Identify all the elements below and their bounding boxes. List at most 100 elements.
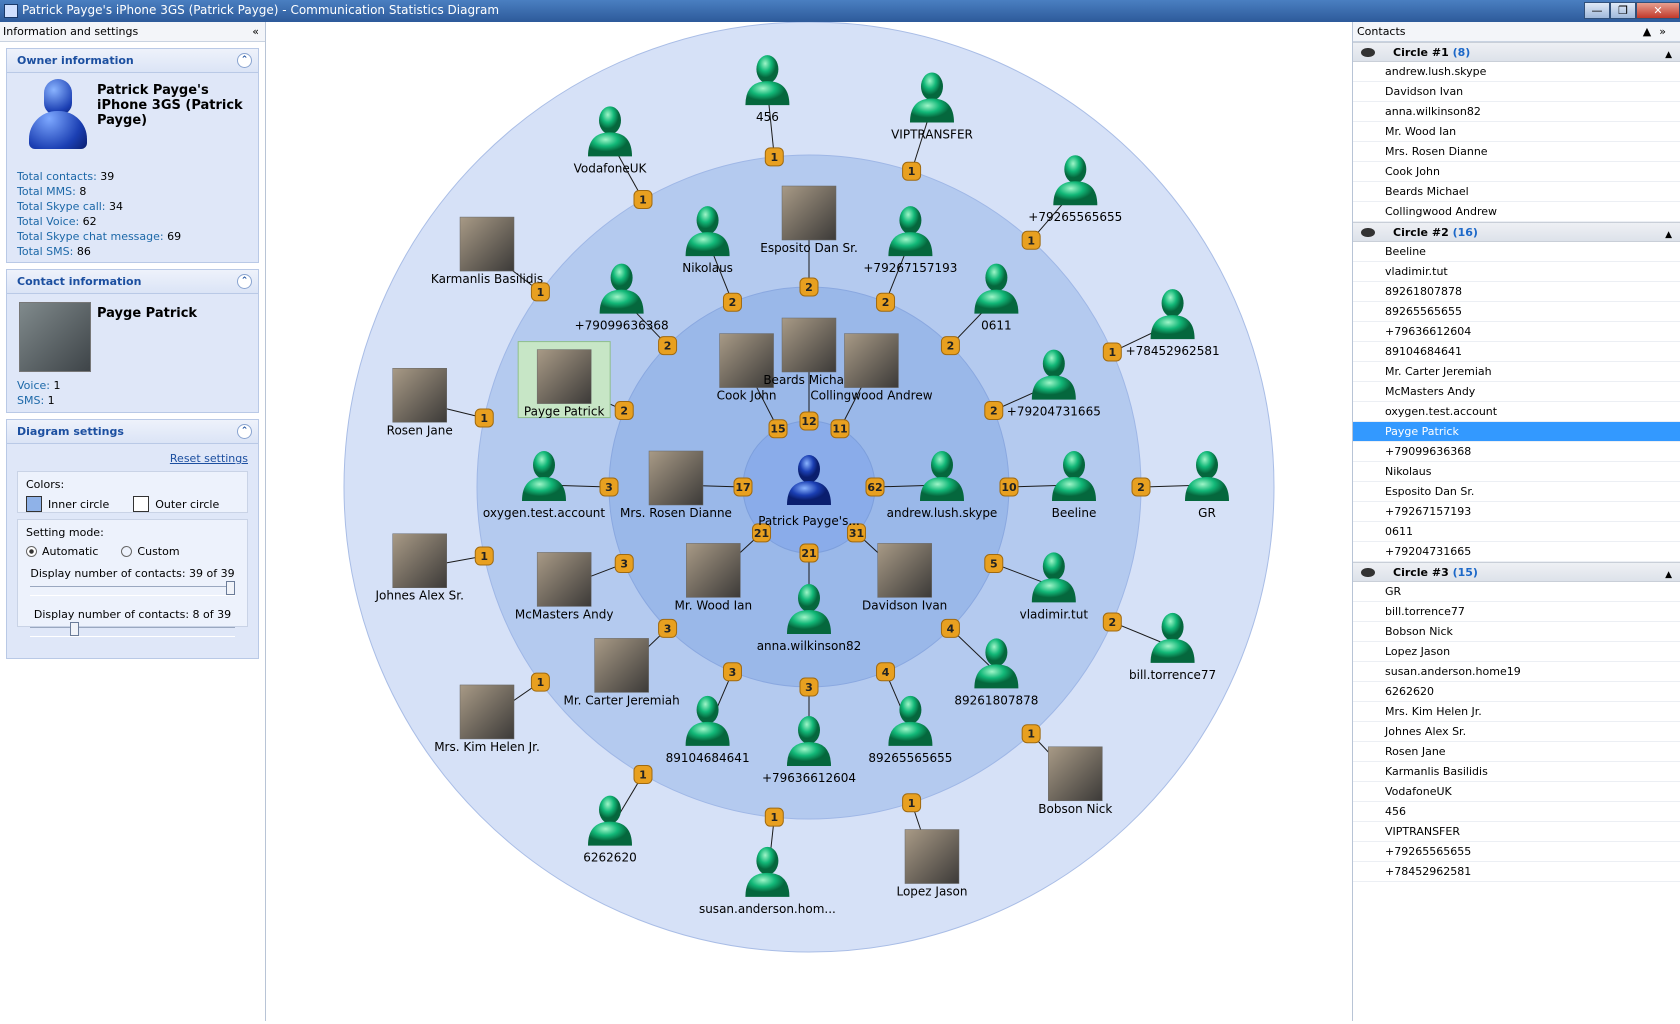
contact-person-icon[interactable] — [1042, 552, 1065, 581]
contact-person-icon[interactable] — [599, 795, 621, 824]
contact-list-item[interactable]: 456 — [1353, 802, 1680, 822]
contact-photo-node[interactable] — [1048, 746, 1103, 802]
contact-photo-node[interactable] — [904, 829, 960, 884]
contact-photo-node[interactable] — [594, 638, 649, 693]
collapse-settings-icon[interactable]: ⌃ — [237, 424, 252, 439]
contact-photo-node[interactable] — [648, 450, 704, 506]
contact-list-item[interactable]: Karmanlis Basilidis — [1353, 762, 1680, 782]
contact-list-item[interactable]: andrew.lush.skype — [1353, 62, 1680, 82]
contact-person-icon-body[interactable] — [588, 821, 632, 846]
contact-person-icon[interactable] — [985, 263, 1008, 292]
contact-list-item[interactable]: +79265565655 — [1353, 842, 1680, 862]
contact-person-icon[interactable] — [798, 716, 820, 744]
contact-list-item[interactable]: Bobson Nick — [1353, 622, 1680, 642]
owner-center-icon[interactable] — [798, 455, 820, 483]
contact-list-item[interactable]: Beeline — [1353, 242, 1680, 262]
contact-photo-node[interactable] — [459, 684, 515, 740]
contact-list-item[interactable]: 89104684641 — [1353, 342, 1680, 362]
contact-person-icon-body[interactable] — [599, 289, 644, 314]
contact-list-item[interactable]: Collingwood Andrew — [1353, 202, 1680, 222]
contacts-panel-controls[interactable]: ▲» — [1642, 25, 1674, 38]
contact-photo-node[interactable] — [392, 533, 447, 588]
contact-photo-node[interactable] — [781, 317, 837, 373]
contact-list-item[interactable]: +79099636368 — [1353, 442, 1680, 462]
contact-person-icon-body[interactable] — [1031, 578, 1076, 603]
contact-photo-node[interactable] — [844, 333, 899, 388]
contact-list-item[interactable]: +79636612604 — [1353, 322, 1680, 342]
contact-person-icon[interactable] — [1161, 612, 1184, 641]
contact-person-icon-body[interactable] — [1031, 375, 1076, 400]
contact-list-item[interactable]: vladimir.tut — [1353, 262, 1680, 282]
contact-person-icon[interactable] — [696, 206, 719, 235]
contact-person-icon-body[interactable] — [1150, 638, 1195, 663]
custom-radio[interactable] — [121, 546, 133, 557]
contact-photo-node[interactable] — [877, 543, 932, 598]
contacts-slider-1[interactable] — [30, 581, 235, 596]
collapse-owner-icon[interactable]: ⌃ — [237, 53, 252, 68]
contact-person-icon-body[interactable] — [1053, 181, 1098, 206]
close-button[interactable]: ✕ — [1636, 2, 1680, 19]
contact-person-icon-body[interactable] — [1052, 477, 1096, 501]
contact-list-item[interactable]: +79204731665 — [1353, 542, 1680, 562]
collapse-contact-icon[interactable]: ⌃ — [237, 274, 252, 289]
contact-photo-node[interactable] — [536, 552, 592, 607]
contact-person-icon-body[interactable] — [888, 232, 933, 257]
circle-header-2[interactable]: Circle #2 (16)▲ — [1353, 222, 1680, 242]
contact-person-icon[interactable] — [798, 584, 820, 612]
contact-person-icon[interactable] — [1161, 289, 1184, 318]
contact-person-icon-body[interactable] — [974, 289, 1019, 314]
contact-list-item[interactable]: anna.wilkinson82 — [1353, 102, 1680, 122]
contact-list-item[interactable]: oxygen.test.account — [1353, 402, 1680, 422]
contact-person-icon[interactable] — [920, 72, 943, 101]
contact-person-icon[interactable] — [985, 638, 1008, 667]
contact-person-icon[interactable] — [931, 451, 953, 479]
contact-list-item[interactable]: 6262620 — [1353, 682, 1680, 702]
slider2-thumb[interactable] — [70, 622, 80, 636]
contact-list-item[interactable]: Mr. Wood Ian — [1353, 122, 1680, 142]
contact-list-item[interactable]: Esposito Dan Sr. — [1353, 482, 1680, 502]
circle-header-3[interactable]: Circle #3 (15)▲ — [1353, 562, 1680, 582]
automatic-radio[interactable] — [26, 546, 37, 557]
contact-list-item[interactable]: Lopez Jason — [1353, 642, 1680, 662]
contact-person-icon[interactable] — [599, 106, 621, 135]
contact-person-icon-body[interactable] — [1150, 315, 1195, 340]
contact-person-icon-body[interactable] — [685, 232, 730, 257]
contacts-slider-2[interactable] — [30, 622, 235, 637]
contact-person-icon[interactable] — [899, 695, 922, 724]
contact-person-icon[interactable] — [1064, 155, 1087, 184]
contact-list-item[interactable]: Mrs. Rosen Dianne — [1353, 142, 1680, 162]
owner-center-icon-body[interactable] — [787, 481, 831, 505]
contact-person-icon[interactable] — [696, 695, 719, 724]
contact-list-item[interactable]: susan.anderson.home19 — [1353, 662, 1680, 682]
contact-person-icon-body[interactable] — [745, 872, 790, 897]
contact-person-icon[interactable] — [1196, 451, 1218, 479]
contact-list-item[interactable]: 89265565655 — [1353, 302, 1680, 322]
contact-photo-node[interactable] — [719, 333, 774, 388]
eye-icon[interactable] — [1361, 48, 1375, 57]
contact-person-icon[interactable] — [1042, 349, 1065, 378]
contact-person-icon-body[interactable] — [787, 610, 831, 634]
collapse-panel-icon[interactable]: « — [252, 25, 259, 38]
contact-list-item[interactable]: Mr. Carter Jeremiah — [1353, 362, 1680, 382]
contact-list-item[interactable]: +79267157193 — [1353, 502, 1680, 522]
collapse-circle-icon[interactable]: ▲ — [1665, 570, 1672, 580]
outer-circle-color-swatch[interactable] — [133, 496, 150, 512]
contact-list-item[interactable]: VIPTRANSFER — [1353, 822, 1680, 842]
contact-person-icon-body[interactable] — [920, 477, 964, 501]
circle-header-1[interactable]: Circle #1 (8)▲ — [1353, 42, 1680, 62]
contact-photo-node[interactable] — [459, 216, 515, 272]
contact-photo-node[interactable] — [686, 543, 741, 598]
contact-list-item[interactable]: GR — [1353, 582, 1680, 602]
contact-person-icon-body[interactable] — [974, 664, 1019, 689]
restore-button[interactable]: ❐ — [1610, 2, 1636, 19]
contact-list-item[interactable]: Mrs. Kim Helen Jr. — [1353, 702, 1680, 722]
contact-person-icon-body[interactable] — [588, 132, 632, 157]
inner-circle-color-swatch[interactable] — [26, 496, 42, 512]
contact-list-item[interactable]: 0611 — [1353, 522, 1680, 542]
contact-person-icon[interactable] — [533, 451, 555, 479]
minimize-button[interactable]: — — [1584, 2, 1610, 19]
contact-info-header[interactable]: Contact information ⌃ — [7, 270, 258, 294]
collapse-circle-icon[interactable]: ▲ — [1665, 50, 1672, 60]
owner-info-header[interactable]: Owner information ⌃ — [7, 49, 258, 73]
contact-person-icon[interactable] — [899, 206, 922, 235]
